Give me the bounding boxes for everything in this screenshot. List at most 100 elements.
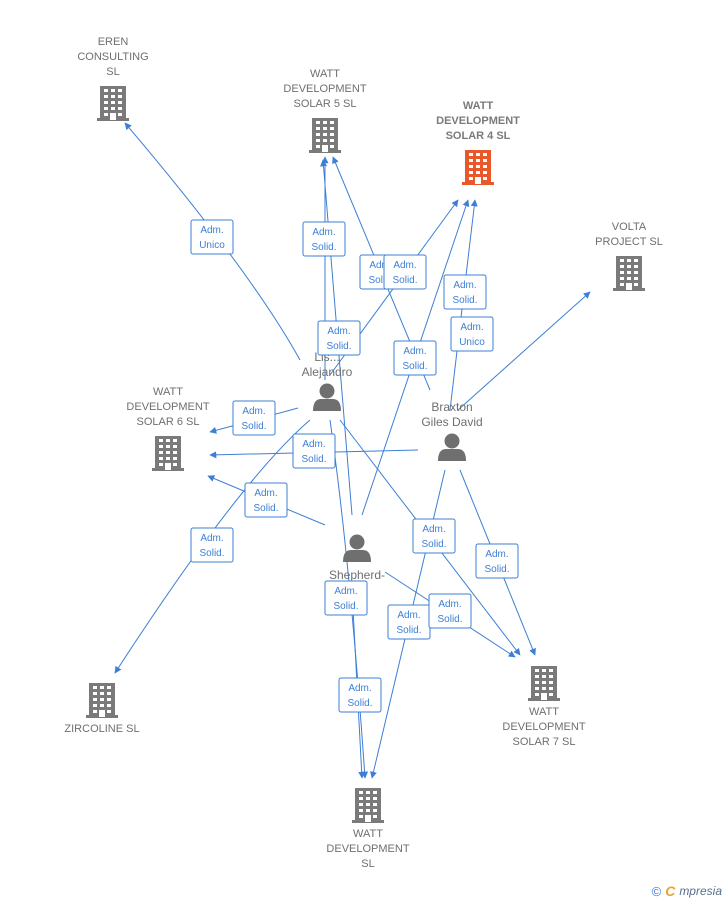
badge-text: Adm. bbox=[397, 610, 420, 621]
badge-text: Solid. bbox=[368, 275, 393, 286]
badge-box bbox=[383, 254, 427, 290]
badge-text: Solid. bbox=[402, 361, 427, 372]
relation-badge-shepherd-solar4[interactable]: Adm. Solid. bbox=[393, 340, 437, 376]
company-label-line: WATT bbox=[153, 386, 183, 398]
badge-text: Solid. bbox=[241, 421, 266, 432]
badge-text: Adm. bbox=[327, 326, 350, 337]
company-node-wattdev[interactable]: WATT DEVELOPMENT SL bbox=[326, 788, 410, 870]
company-node-solar7[interactable]: WATT DEVELOPMENT SOLAR 7 SL bbox=[502, 666, 586, 748]
company-label-line: PROJECT SL bbox=[595, 236, 663, 248]
building-icon bbox=[97, 86, 129, 121]
badge-text: Solid. bbox=[311, 242, 336, 253]
person-label-line: Alejandro bbox=[302, 365, 353, 379]
edge-braxton-volta bbox=[457, 291, 591, 411]
badge-box bbox=[317, 320, 361, 356]
person-icon bbox=[313, 383, 341, 411]
badge-text: Adm. bbox=[334, 586, 357, 597]
badge-text: Solid. bbox=[396, 625, 421, 636]
relation-badge-braxton-solar6[interactable]: Adm.Solid. bbox=[292, 433, 336, 469]
badge-text: Unico bbox=[199, 240, 225, 251]
badge-text: Adm. bbox=[369, 260, 392, 271]
badge-text: Adm. bbox=[460, 322, 483, 333]
badge-text: Adm. bbox=[302, 439, 325, 450]
relation-badge-shepherd-solar6[interactable]: Adm. Solid. bbox=[244, 482, 288, 518]
building-icon bbox=[309, 118, 341, 153]
relation-badge-shepherd-solar7[interactable]: Adm.Solid. bbox=[428, 593, 472, 629]
relation-badge-braxton-solar5[interactable]: Adm.Solid. bbox=[383, 254, 427, 290]
edge-alejandro-eren bbox=[124, 122, 301, 361]
relation-badge-shepherd-solar5[interactable]: Adm.Solid. bbox=[317, 320, 361, 356]
badge-text: Solid. bbox=[392, 275, 417, 286]
relation-badge-alejandro-solar6[interactable]: Adm.Solid. bbox=[232, 400, 276, 436]
brand-initial: C bbox=[665, 883, 676, 899]
edge-alejandro-zircoline bbox=[114, 419, 311, 674]
badge-box bbox=[232, 400, 276, 436]
copyright-symbol: © bbox=[651, 883, 662, 899]
relation-badge-alejandro-solar7[interactable]: Adm.Solid. bbox=[412, 518, 456, 554]
badge-box bbox=[190, 527, 234, 563]
company-label-line: DEVELOPMENT bbox=[326, 843, 409, 855]
badge-text: Solid. bbox=[253, 503, 278, 514]
company-label-line: VOLTA bbox=[612, 221, 647, 233]
company-label-line: SOLAR 7 SL bbox=[513, 736, 576, 748]
relation-badge-braxton-solar4[interactable]: Adm.Solid. bbox=[443, 274, 487, 310]
badge-text: Solid. bbox=[437, 614, 462, 625]
badge-box bbox=[412, 518, 456, 554]
badge-text: Adm. bbox=[422, 524, 445, 535]
company-node-volta[interactable]: VOLTA PROJECT SL bbox=[595, 221, 663, 291]
badge-text: Adm. bbox=[312, 227, 335, 238]
company-label-line: SOLAR 6 SL bbox=[137, 416, 200, 428]
relation-badge-shepherd-wattdev[interactable]: Adm. Solid. bbox=[324, 580, 368, 616]
company-label-line: EREN bbox=[98, 36, 129, 48]
company-label-line: WATT bbox=[529, 706, 559, 718]
building-icon bbox=[86, 683, 118, 718]
badge-text: Adm. bbox=[254, 488, 277, 499]
company-label-line: CONSULTING bbox=[77, 51, 148, 63]
relation-badge-alejandro-solar5[interactable]: Adm. Solid. bbox=[302, 221, 346, 257]
building-icon bbox=[352, 788, 384, 823]
building-icon bbox=[613, 256, 645, 291]
badge-box bbox=[475, 543, 519, 579]
badge-box bbox=[190, 219, 234, 255]
relation-badge-alejandro-eren[interactable]: Adm. Unico bbox=[190, 219, 234, 255]
badge-box bbox=[324, 580, 368, 616]
person-icon bbox=[343, 534, 371, 562]
company-label-line: DEVELOPMENT bbox=[502, 721, 585, 733]
badge-box bbox=[443, 274, 487, 310]
badge-box bbox=[393, 340, 437, 376]
company-label-line: WATT bbox=[353, 828, 383, 840]
badge-text: Adm. bbox=[485, 549, 508, 560]
relation-badge-braxton-volta[interactable]: Adm. Unico bbox=[450, 316, 494, 352]
person-label-line: Giles David bbox=[421, 415, 482, 429]
badge-text: Adm. bbox=[200, 225, 223, 236]
company-label-line: DEVELOPMENT bbox=[436, 115, 520, 127]
badge-box bbox=[302, 221, 346, 257]
brand-name: mpresia bbox=[679, 884, 722, 898]
relation-badge-braxton-solar7[interactable]: Adm.Solid. bbox=[475, 543, 519, 579]
relation-badge-alejandro-wattdev[interactable]: Adm.Solid. bbox=[338, 677, 382, 713]
badge-text: Solid. bbox=[333, 601, 358, 612]
badge-box bbox=[428, 593, 472, 629]
company-label-line: SOLAR 4 SL bbox=[446, 130, 511, 142]
company-label-line: SOLAR 5 SL bbox=[294, 98, 357, 110]
badge-box bbox=[338, 677, 382, 713]
company-label-line: SL bbox=[361, 858, 374, 870]
badge-box bbox=[244, 482, 288, 518]
person-label-line: Braxton bbox=[431, 400, 472, 414]
badge-text: Unico bbox=[459, 337, 485, 348]
relation-badge-braxton-wattdev[interactable]: Adm. Solid. bbox=[387, 604, 431, 640]
company-node-zircoline[interactable]: ZIRCOLINE SL bbox=[64, 683, 140, 735]
badge-text: Solid. bbox=[347, 698, 372, 709]
badges-layer: Adm.UnicoAdm.Solid.Adm.Solid.Adm.Solid.A… bbox=[190, 219, 519, 713]
relation-badge-alejandro-zircoline[interactable]: Adm.Solid. bbox=[190, 527, 234, 563]
badge-text: Adm. bbox=[403, 346, 426, 357]
building-icon bbox=[152, 436, 184, 471]
